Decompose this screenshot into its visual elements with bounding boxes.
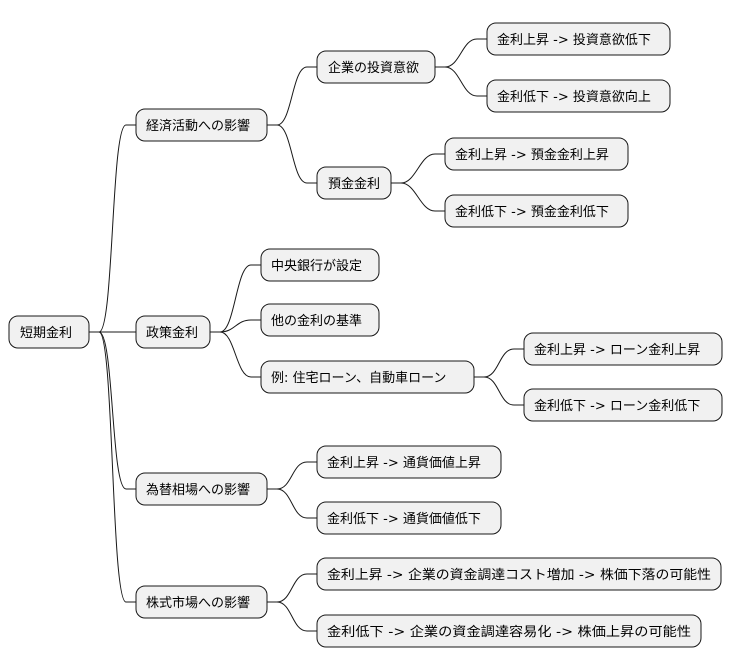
node-economic-impact: 経済活動への影響 [135, 108, 268, 142]
node-central-bank-label: 中央銀行が設定 [271, 258, 362, 274]
node-economic-impact-label: 経済活動への影響 [146, 118, 250, 134]
node-policy-rate-label: 政策金利 [146, 325, 198, 341]
edge-4 [267, 66, 317, 126]
node-investment-appetite-label: 企業の投資意欲 [328, 60, 419, 76]
node-loan-rate-up: 金利上昇 -> ローン金利上昇 [523, 332, 723, 366]
mindmap-edges [89, 38, 524, 632]
edge-18 [267, 601, 317, 632]
node-currency-up-label: 金利上昇 -> 通貨価値上昇 [327, 455, 481, 471]
node-root-label: 短期金利 [20, 325, 72, 341]
edge-10 [210, 264, 261, 333]
node-deposit-rate-label: 預金金利 [328, 176, 380, 192]
node-stock-rate-down: 金利低下 -> 企業の資金調達容易化 -> 株価上昇の可能性 [316, 614, 702, 648]
node-policy-rate: 政策金利 [135, 315, 211, 349]
node-stock-impact-label: 株式市場への影響 [146, 595, 250, 611]
node-central-bank: 中央銀行が設定 [260, 248, 380, 282]
node-investment-rate-up: 金利上昇 -> 投資意欲低下 [486, 22, 671, 56]
edge-5 [267, 124, 317, 184]
edge-2 [89, 331, 136, 490]
node-deposit-rate: 預金金利 [316, 166, 392, 200]
node-benchmark-label: 他の金利の基準 [271, 313, 362, 329]
edge-3 [89, 331, 136, 603]
node-investment-appetite: 企業の投資意欲 [316, 50, 436, 84]
edge-7 [435, 66, 487, 97]
node-currency-down-label: 金利低下 -> 通貨価値低下 [327, 511, 481, 527]
node-deposit-rate-down-label: 金利低下 -> 預金金利低下 [455, 204, 609, 220]
node-currency-down: 金利低下 -> 通貨価値低下 [316, 501, 502, 535]
node-loan-rate-down: 金利低下 -> ローン金利低下 [523, 388, 723, 422]
node-loan-example-label: 例: 住宅ローン、自動車ローン [271, 371, 446, 386]
node-deposit-rate-up: 金利上昇 -> 預金金利上昇 [444, 137, 629, 171]
node-fx-impact-label: 為替相場への影響 [146, 482, 250, 498]
node-root: 短期金利 [8, 315, 90, 349]
node-loan-rate-down-label: 金利低下 -> ローン金利低下 [534, 398, 700, 414]
edge-13 [474, 348, 524, 378]
edge-8 [391, 153, 445, 184]
edge-12 [210, 331, 261, 378]
node-stock-rate-up: 金利上昇 -> 企業の資金調達コスト増加 -> 株価下落の可能性 [316, 557, 722, 591]
node-deposit-rate-down: 金利低下 -> 預金金利低下 [444, 194, 629, 228]
node-investment-rate-up-label: 金利上昇 -> 投資意欲低下 [497, 32, 651, 48]
node-fx-impact: 為替相場への影響 [135, 472, 268, 506]
node-stock-rate-up-label: 金利上昇 -> 企業の資金調達コスト増加 -> 株価下落の可能性 [327, 567, 711, 583]
edge-16 [267, 488, 317, 519]
node-currency-up: 金利上昇 -> 通貨価値上昇 [316, 445, 502, 479]
node-benchmark: 他の金利の基準 [260, 303, 380, 337]
node-deposit-rate-up-label: 金利上昇 -> 預金金利上昇 [455, 147, 609, 163]
node-stock-impact: 株式市場への影響 [135, 585, 268, 619]
node-loan-rate-up-label: 金利上昇 -> ローン金利上昇 [534, 342, 700, 358]
node-investment-rate-down-label: 金利低下 -> 投資意欲向上 [497, 89, 651, 105]
edge-15 [267, 461, 317, 490]
edge-17 [267, 573, 317, 603]
edge-0 [89, 124, 136, 333]
edge-9 [391, 182, 445, 212]
node-investment-rate-down: 金利低下 -> 投資意欲向上 [486, 79, 671, 113]
edge-14 [474, 376, 524, 406]
node-stock-rate-down-label: 金利低下 -> 企業の資金調達容易化 -> 株価上昇の可能性 [327, 624, 691, 640]
edge-11 [210, 319, 261, 333]
node-loan-example: 例: 住宅ローン、自動車ローン [260, 360, 475, 394]
edge-6 [435, 38, 487, 68]
